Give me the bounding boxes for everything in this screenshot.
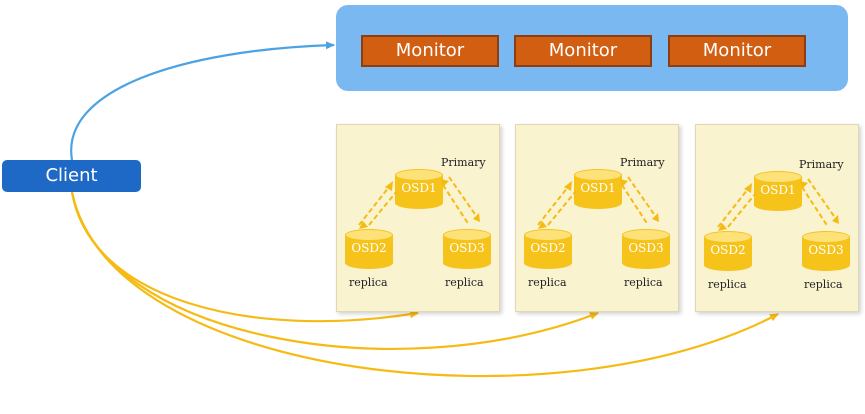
- osd-group-3: Primary OSD1 OSD2 OSD3 replica replica: [695, 124, 859, 312]
- osd3-label: OSD3: [628, 241, 664, 255]
- client-to-osd-group-3-arrow: [70, 191, 779, 378]
- osd-group-1: Primary OSD1 OSD2 OSD3 replica replica: [336, 124, 500, 312]
- osd3-label: OSD3: [808, 243, 844, 257]
- replica-label: replica: [624, 276, 663, 289]
- osd1-label: OSD1: [401, 181, 437, 195]
- osd3-label: OSD3: [449, 241, 485, 255]
- replication-arrows: [358, 176, 480, 229]
- replication-arrows: [717, 178, 839, 231]
- osd2-cylinder: OSD2: [704, 231, 752, 271]
- client-node: Client: [2, 160, 141, 192]
- osd1-cylinder: OSD1: [754, 171, 802, 211]
- client-to-monitor-arrow: [70, 41, 335, 161]
- replication-arrows: [537, 176, 659, 229]
- osd3-cylinder: OSD3: [622, 229, 670, 269]
- osd1-label: OSD1: [580, 181, 616, 195]
- osd1-cylinder: OSD1: [395, 169, 443, 209]
- replica-label: replica: [528, 276, 567, 289]
- osd2-label: OSD2: [710, 243, 746, 257]
- monitor-node-2: Monitor: [514, 35, 652, 67]
- monitor-node-3: Monitor: [668, 35, 806, 67]
- osd2-cylinder: OSD2: [345, 229, 393, 269]
- replica-label: replica: [445, 276, 484, 289]
- osd1-label: OSD1: [760, 183, 796, 197]
- primary-label: Primary: [441, 156, 486, 169]
- osd2-cylinder: OSD2: [524, 229, 572, 269]
- monitor-cluster-panel: Monitor Monitor Monitor: [336, 5, 848, 91]
- osd3-cylinder: OSD3: [802, 231, 850, 271]
- primary-label: Primary: [799, 158, 844, 171]
- replica-label: replica: [804, 278, 843, 291]
- monitor-node-1: Monitor: [361, 35, 499, 67]
- osd1-cylinder: OSD1: [574, 169, 622, 209]
- osd2-label: OSD2: [530, 241, 566, 255]
- primary-label: Primary: [620, 156, 665, 169]
- osd3-cylinder: OSD3: [443, 229, 491, 269]
- replica-label: replica: [708, 278, 747, 291]
- osd-group-2: Primary OSD1 OSD2 OSD3 replica replica: [515, 124, 679, 312]
- replica-label: replica: [349, 276, 388, 289]
- osd2-label: OSD2: [351, 241, 387, 255]
